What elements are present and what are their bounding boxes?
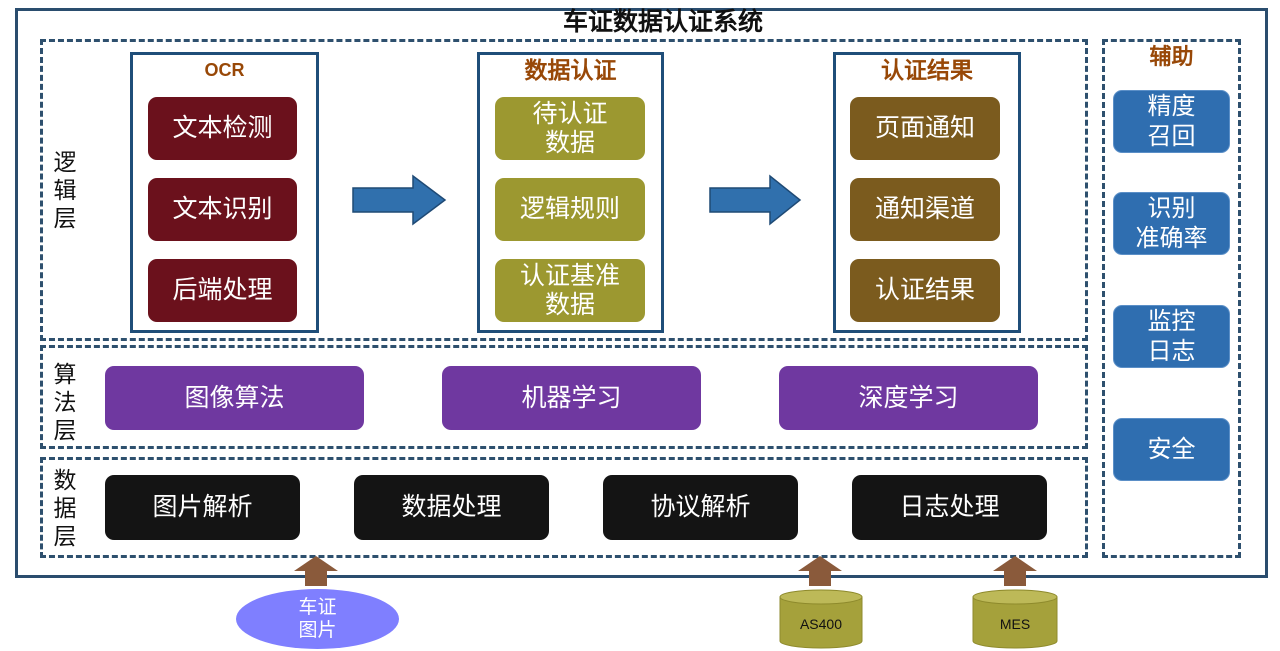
ocr-module-title: OCR <box>204 60 245 80</box>
data-item-data-processing: 数据处理 <box>354 475 549 540</box>
data-auth-module-title: 数据认证 <box>524 57 617 83</box>
aux-item-recognition-accuracy: 识别 准确率 <box>1113 192 1230 255</box>
source-vehicle-image: 车证 图片 <box>236 589 399 649</box>
data-layer-label: 数据层 <box>50 468 76 552</box>
auth-item-baseline-data: 认证基准 数据 <box>495 259 645 322</box>
auth-item-logic-rules: 逻辑规则 <box>495 178 645 241</box>
algorithm-layer-box <box>40 345 1088 449</box>
algo-item-deep-learning: 深度学习 <box>779 366 1038 430</box>
mes-label: MES <box>1000 616 1030 632</box>
logic-layer-label: 逻辑层 <box>50 150 76 234</box>
system-frame <box>15 8 1268 578</box>
data-item-log-processing: 日志处理 <box>852 475 1047 540</box>
auth-result-module-title: 认证结果 <box>881 57 973 83</box>
source-mes-database: MES <box>972 589 1058 649</box>
data-item-protocol-parsing: 协议解析 <box>603 475 798 540</box>
ocr-item-text-detection: 文本检测 <box>148 97 297 160</box>
data-item-image-parsing: 图片解析 <box>105 475 300 540</box>
as400-label: AS400 <box>800 616 842 632</box>
result-item-page-notice: 页面通知 <box>850 97 1000 160</box>
ocr-item-post-processing: 后端处理 <box>148 259 297 322</box>
auth-item-pending-data: 待认证 数据 <box>495 97 645 160</box>
aux-item-monitoring-log: 监控 日志 <box>1113 305 1230 368</box>
aux-item-security: 安全 <box>1113 418 1230 481</box>
aux-item-precision-recall: 精度 召回 <box>1113 90 1230 153</box>
logic-layer-box <box>40 39 1088 341</box>
ocr-item-text-recognition: 文本识别 <box>148 178 297 241</box>
data-layer-box <box>40 457 1088 558</box>
algo-item-image-algorithm: 图像算法 <box>105 366 364 430</box>
source-as400-database: AS400 <box>779 589 863 649</box>
result-item-notice-channel: 通知渠道 <box>850 178 1000 241</box>
auxiliary-title: 辅助 <box>1149 44 1194 69</box>
auxiliary-box <box>1102 39 1241 558</box>
result-item-auth-result: 认证结果 <box>850 259 1000 322</box>
diagram-title: 车证数据认证系统 <box>562 8 763 36</box>
algorithm-layer-label: 算法层 <box>50 362 76 446</box>
algo-item-machine-learning: 机器学习 <box>442 366 701 430</box>
